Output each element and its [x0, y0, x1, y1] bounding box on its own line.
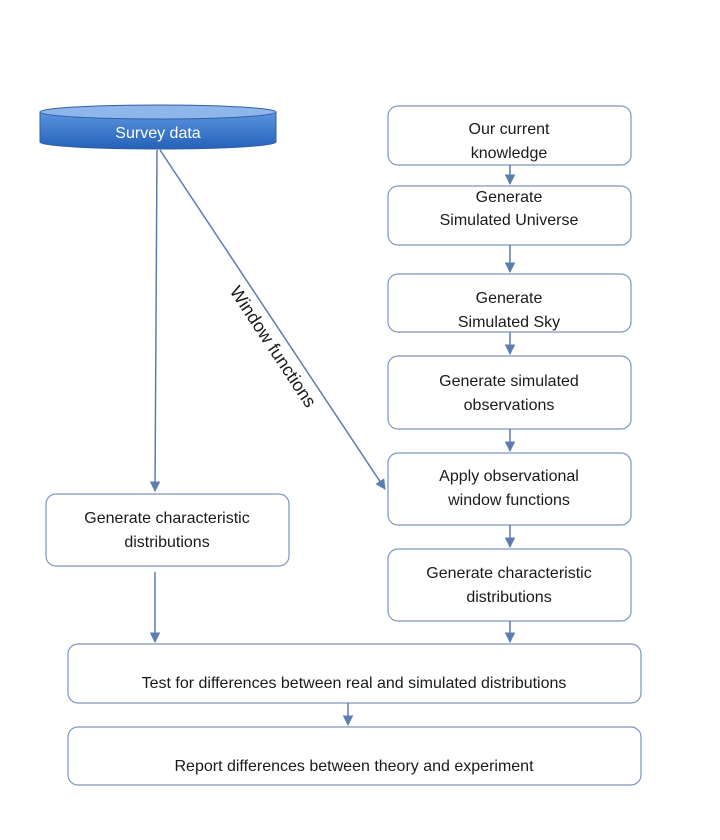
gen-dist-real-line-2: distributions	[124, 534, 209, 551]
sim-sky-line-2: Simulated Sky	[458, 314, 560, 331]
sim-universe-line-2: Simulated Universe	[440, 212, 579, 229]
gen-dist-real-node: Generate characteristic distributions	[45, 493, 290, 567]
report-differences-node: Report differences between theory and ex…	[67, 726, 642, 786]
arrow-survey-to-real-dist	[149, 149, 161, 493]
sim-observations-line-2: observations	[464, 397, 555, 414]
sim-observations-node: Generate simulated observations	[387, 355, 632, 430]
test-differences-label: Test for differences between real and si…	[142, 675, 567, 692]
arrow-survey-to-apply-window	[159, 149, 386, 490]
apply-window-line-2: window functions	[447, 492, 570, 509]
current-knowledge-line-2: knowledge	[471, 145, 548, 162]
window-functions-label: Window functions	[226, 282, 321, 411]
survey-data-node: Survey data	[39, 104, 277, 150]
sim-universe-line-1: Generate	[476, 189, 543, 206]
report-differences-label: Report differences between theory and ex…	[174, 758, 534, 775]
sim-universe-node: Generate Simulated Universe	[387, 185, 632, 246]
sim-sky-line-1: Generate	[476, 290, 543, 307]
apply-window-node: Apply observational window functions	[387, 452, 632, 526]
gen-dist-real-line-1: Generate characteristic	[84, 510, 249, 527]
current-knowledge-line-1: Our current	[469, 121, 550, 138]
edges	[149, 149, 516, 727]
survey-data-label: Survey data	[115, 125, 200, 142]
sim-sky-node: Generate Simulated Sky	[387, 273, 632, 333]
gen-dist-sim-line-2: distributions	[466, 589, 551, 606]
test-differences-node: Test for differences between real and si…	[67, 643, 642, 704]
apply-window-line-1: Apply observational	[439, 468, 579, 485]
current-knowledge-node: Our current knowledge	[387, 105, 632, 166]
sim-observations-line-1: Generate simulated	[439, 373, 579, 390]
gen-dist-sim-node: Generate characteristic distributions	[387, 548, 632, 622]
gen-dist-sim-line-1: Generate characteristic	[426, 565, 591, 582]
